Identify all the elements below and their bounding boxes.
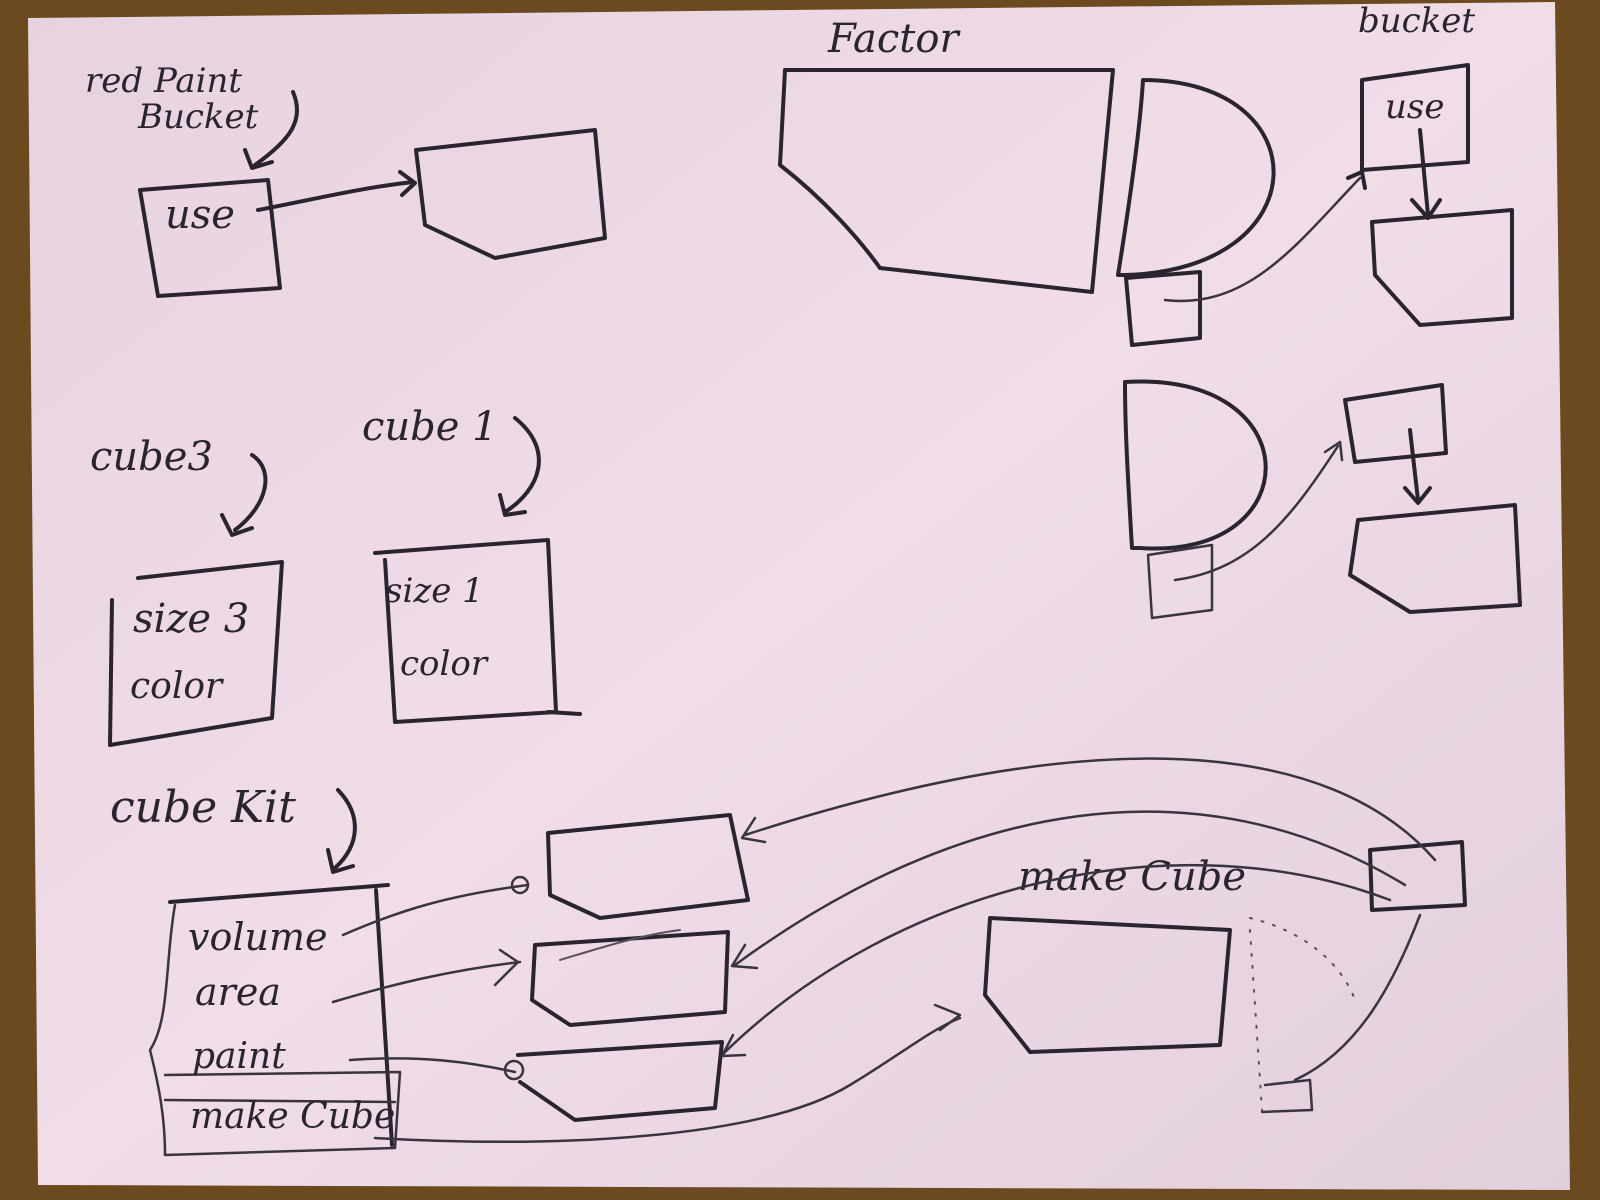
factory2-port: [1146, 543, 1214, 620]
makecube-arrow: [373, 1016, 962, 1143]
cubekit-box-top: [168, 883, 390, 904]
paint-method-shape: [516, 1040, 724, 1122]
volume-arrow-end: [510, 875, 530, 895]
makecube-dotted-edge-top: [1249, 917, 1356, 1001]
paint-method-shape: [414, 128, 607, 260]
kit-to-paint-arrowhead: [720, 1033, 747, 1058]
cube3-title: cube3: [90, 434, 213, 480]
bucket-box: [1360, 63, 1470, 172]
use-to-method-arrowhead: [398, 170, 417, 197]
cube1-pointer: [503, 416, 541, 514]
factory2-group: [1123, 379, 1522, 620]
red-paint-bucket-label-line1: red Paint: [85, 61, 242, 101]
label-pointer-arrow: [253, 90, 300, 167]
cubekit-paint-field: paint: [192, 1036, 286, 1077]
cube3-pointer: [233, 453, 268, 532]
volume-method-shape: [546, 813, 750, 920]
kit-to-volume-arrow: [743, 757, 1437, 862]
red-paint-use-field: use: [165, 192, 235, 238]
area-inner-stroke: [559, 929, 681, 961]
factory-dome: [1116, 78, 1276, 277]
factory-title: Factor: [827, 16, 961, 62]
factory-to-bucket-arrow: [1163, 176, 1362, 303]
makecube-arrowhead: [933, 1003, 962, 1032]
makecube-title: make Cube: [1018, 854, 1246, 900]
paint-arrow-end: [503, 1059, 525, 1081]
cubekit-volume-field: volume: [188, 915, 328, 959]
makecube-method-shape: [983, 916, 1232, 1054]
bucket-title: bucket: [1358, 1, 1475, 41]
label-pointer-arrowhead: [243, 148, 274, 170]
cube3-group: cube3 size 3 color: [90, 434, 284, 747]
cube3-size-field: size 3: [133, 596, 249, 642]
factory-port: [1124, 270, 1202, 347]
kit-to-volume-arrowhead: [740, 816, 767, 844]
cube3-color-field: color: [130, 666, 224, 707]
paint-arrow: [348, 1057, 517, 1074]
cube1-title: cube 1: [362, 404, 498, 450]
cube1-box-tail: [546, 710, 582, 716]
kit-to-area-arrowhead: [730, 943, 759, 970]
cube1-size-field: size 1: [385, 571, 484, 611]
bucket-use-field: use: [1385, 87, 1444, 127]
kit-to-paint-arrow: [720, 863, 1392, 1057]
cubekit-pointer: [333, 788, 357, 870]
red-paint-bucket-box: [138, 178, 282, 298]
factory2-dome: [1123, 379, 1268, 551]
use-to-method-arrow: [256, 180, 415, 212]
volume-arrow: [341, 883, 530, 937]
factory2-down-arrow: [1408, 428, 1420, 502]
makecube-port-arrow: [1293, 913, 1422, 1082]
kit-to-area-arrow: [733, 810, 1407, 967]
cube3-box: [108, 560, 284, 747]
makecube-kit-box: [1368, 840, 1467, 912]
paper-sheet: [28, 2, 1570, 1190]
cubekit-pointer-head: [326, 848, 355, 874]
factory2-arrow: [1173, 444, 1340, 582]
cubekit-box-outline: [148, 903, 402, 1157]
makecube-small-port: [1260, 1078, 1314, 1114]
factory-left-edge: [778, 68, 882, 270]
factory2-arrowhead: [1323, 440, 1344, 462]
bucket-group: bucket use: [1358, 1, 1514, 327]
area-method-shape: [530, 930, 730, 1027]
factory2-box: [1343, 383, 1448, 464]
bucket-method-shape: [1370, 208, 1514, 327]
cubekit-makecube-field: make Cube: [190, 1096, 395, 1137]
bucket-use-arrow: [1418, 128, 1430, 217]
cube1-color-field: color: [400, 644, 489, 684]
cube1-group: cube 1 size 1 color: [362, 404, 582, 724]
red-paint-bucket-group: red Paint Bucket use: [85, 61, 607, 298]
cubekit-title: cube Kit: [110, 782, 296, 833]
factory-body: [783, 68, 1115, 294]
cubekit-row-divider: [163, 1098, 397, 1104]
makecube-group: make Cube: [720, 757, 1467, 1114]
cube1-pointer-head: [498, 493, 527, 517]
factory2-down-arrowhead: [1403, 486, 1432, 505]
red-paint-bucket-label-line2: Bucket: [137, 97, 259, 137]
cube3-pointer-head: [220, 513, 254, 537]
factory-group: Factor: [778, 16, 1367, 347]
area-arrowhead: [493, 948, 520, 987]
cubekit-group: cube Kit volume area paint make Cube: [110, 782, 962, 1157]
area-arrow: [331, 960, 522, 1004]
factory2-method-shape: [1348, 503, 1522, 614]
cubekit-area-field: area: [195, 970, 281, 1014]
